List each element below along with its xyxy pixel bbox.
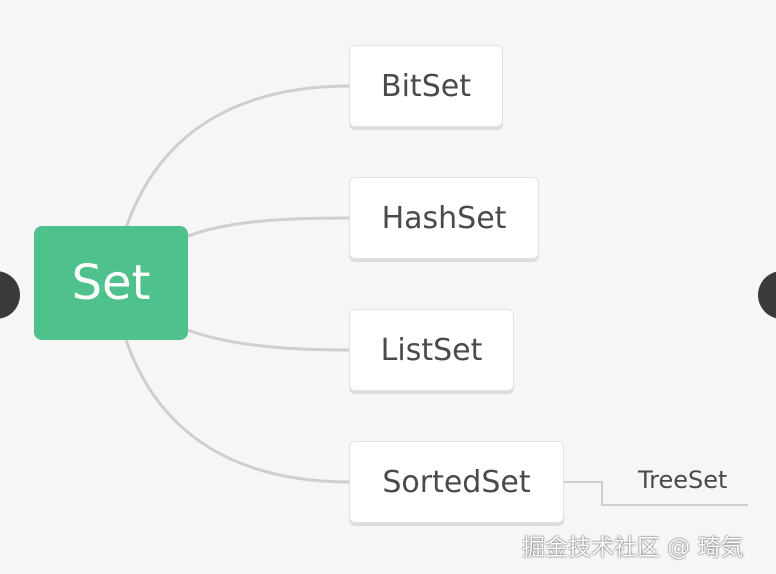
child-node-label: SortedSet xyxy=(382,464,531,500)
connector-bitset xyxy=(124,84,351,229)
watermark-text: 掘金技术社区 @ 琦気 xyxy=(522,535,744,561)
collapse-handle-left[interactable] xyxy=(0,271,20,319)
connector-treeset xyxy=(564,481,748,506)
child-node-label: ListSet xyxy=(380,332,483,368)
child-node-bitset[interactable]: BitSet xyxy=(349,45,503,127)
connector-sortedset xyxy=(124,339,351,484)
root-node-label: Set xyxy=(71,255,151,311)
connector-hashset xyxy=(187,216,351,238)
collapse-handle-right[interactable] xyxy=(758,271,776,319)
leaf-node-treeset[interactable]: TreeSet xyxy=(638,466,728,494)
child-node-label: BitSet xyxy=(381,68,471,104)
connector-listset xyxy=(187,328,351,352)
child-node-listset[interactable]: ListSet xyxy=(349,309,514,391)
child-node-label: HashSet xyxy=(381,200,507,236)
root-node-set[interactable]: Set xyxy=(34,226,188,340)
child-node-hashset[interactable]: HashSet xyxy=(349,177,539,259)
child-node-sortedset[interactable]: SortedSet xyxy=(349,441,564,523)
